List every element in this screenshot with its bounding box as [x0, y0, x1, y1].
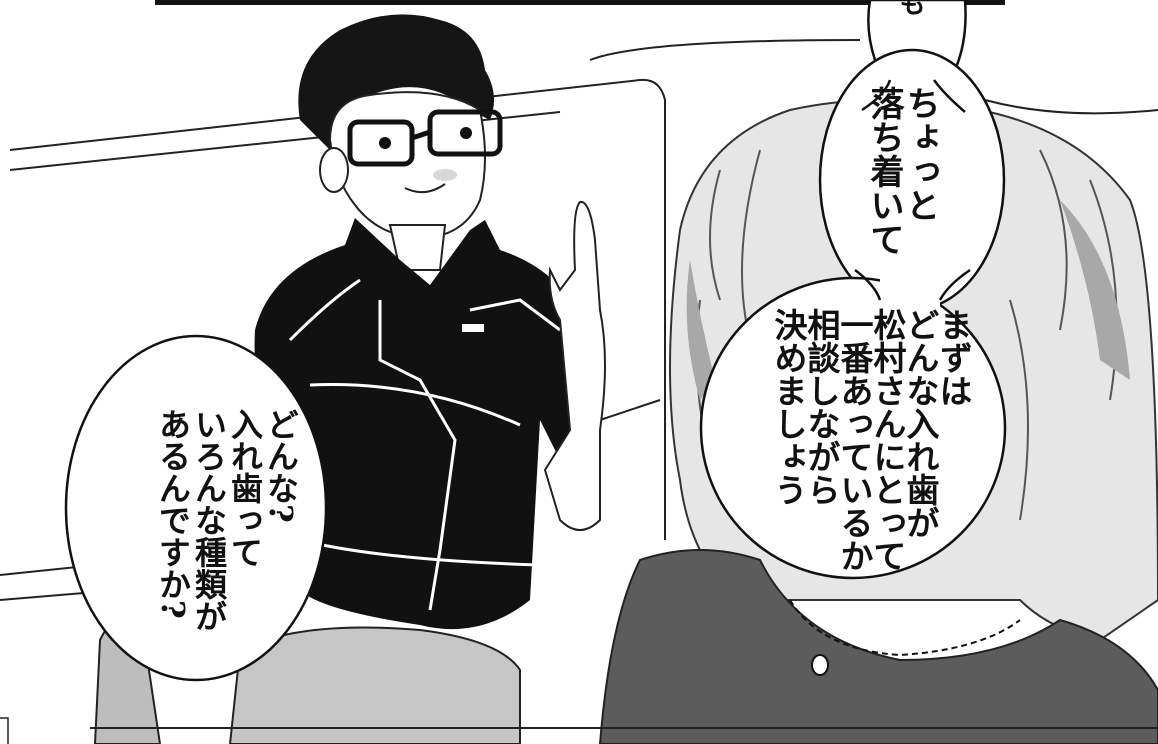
man-character [93, 14, 606, 744]
glasses [347, 109, 503, 167]
speech-bubbles [64, 0, 1007, 682]
bubble-first-decide [699, 276, 1007, 580]
bubble-text-top-fragment: も [895, 0, 925, 17]
man-raised-hand [543, 200, 606, 531]
man-shirt [254, 218, 600, 630]
bubble-text-first-decide: まずは どんな入れ歯が 松村さんにとって 一番あっているか 相談しながら 決めま… [769, 308, 973, 572]
bubble-question [64, 334, 328, 682]
bubble-text-question: どんな? 入れ歯って いろんな種類が あるんですか? [154, 408, 300, 632]
top-caption-bar [155, 0, 1005, 5]
woman-dress [598, 549, 1158, 744]
man-hair [298, 14, 494, 150]
bubble-text-calm-down: ちょっと 落ち着いて [864, 86, 940, 256]
